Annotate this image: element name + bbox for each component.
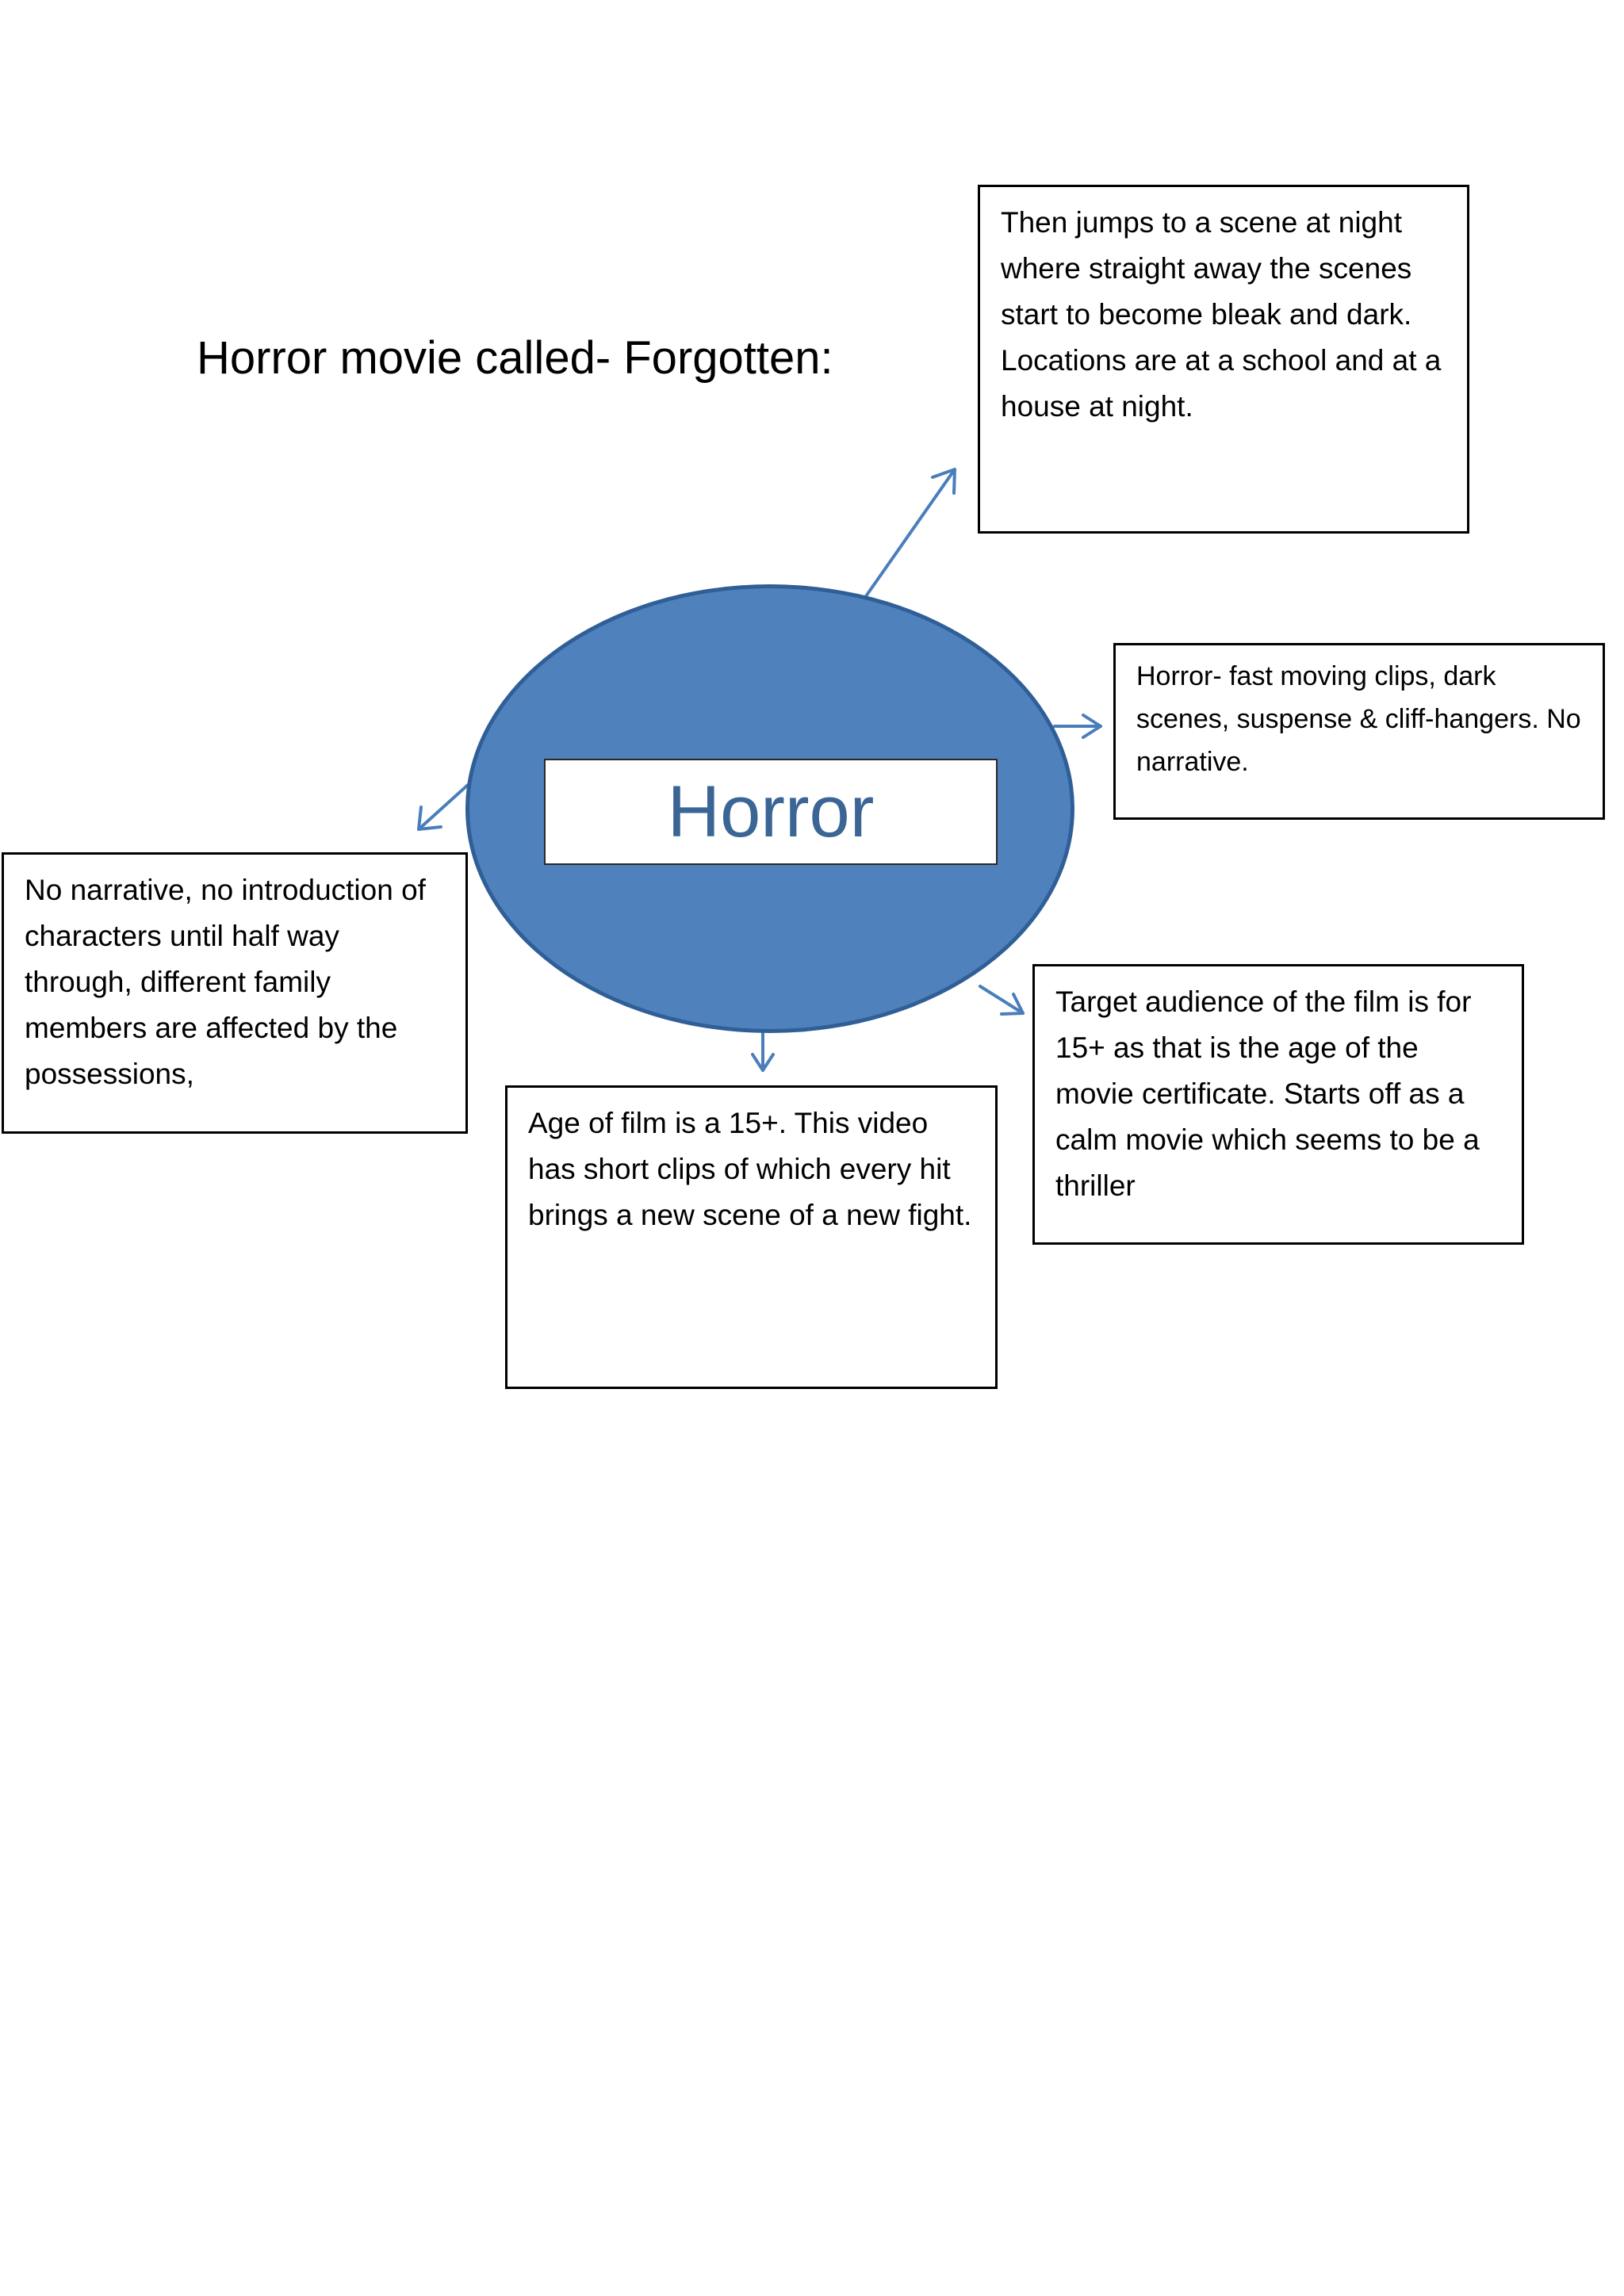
- center-label: Horror: [667, 771, 875, 852]
- arrow-bottom-right: [979, 985, 1025, 1016]
- note-bottom: Age of film is a 15+. This video has sho…: [505, 1085, 998, 1389]
- note-right: Horror- fast moving clips, dark scenes, …: [1113, 643, 1605, 820]
- page-title: Horror movie called- Forgotten:: [197, 332, 833, 384]
- arrow-top-right: [864, 468, 956, 598]
- note-left: No narrative, no introduction of charact…: [2, 852, 468, 1134]
- note-bottom-right: Target audience of the film is for 15+ a…: [1032, 964, 1524, 1245]
- arrow-left: [417, 783, 469, 831]
- arrow-right: [1053, 714, 1102, 739]
- center-label-box: Horror: [544, 759, 998, 865]
- note-top-right: Then jumps to a scene at night where str…: [978, 185, 1469, 534]
